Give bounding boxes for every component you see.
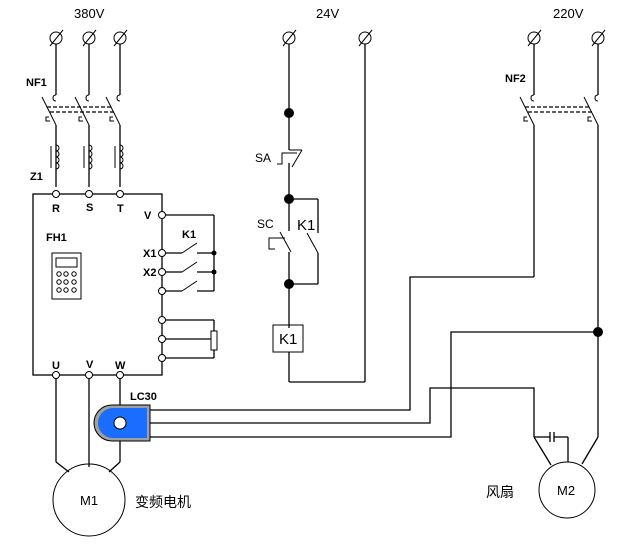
label-nf1: NF1 [26, 77, 47, 89]
terminal-24v-minus [358, 29, 373, 47]
label-380v: 380V [74, 6, 105, 21]
label-m1-desc: 变频电机 [135, 495, 191, 511]
capacitor [534, 432, 569, 462]
label-k1-contacts: K1 [182, 229, 196, 241]
switch-sc [268, 231, 292, 253]
terminal-w: W [115, 360, 126, 372]
terminal-t: T [117, 203, 124, 215]
label-lc30: LC30 [130, 391, 157, 403]
terminal-r: R [52, 203, 60, 215]
terminal-220v-l [527, 29, 542, 47]
motor-m1 [52, 463, 126, 537]
keypad-icon [51, 252, 82, 300]
label-m2-desc: 风扇 [486, 485, 514, 501]
terminal-s: S [86, 202, 93, 214]
terminal-x1: X1 [143, 248, 156, 260]
terminal-380v-l2 [82, 29, 97, 47]
terminal-u: U [52, 360, 60, 372]
wire-sensor-2 [150, 387, 535, 437]
label-sa: SA [255, 151, 271, 165]
terminal-x2: X2 [143, 267, 156, 279]
label-fh1: FH1 [46, 232, 67, 244]
terminal-220v-n [591, 29, 606, 47]
label-k1-holding: K1 [297, 217, 315, 234]
label-sc: SC [257, 217, 274, 231]
inverter-fh1 [32, 193, 163, 376]
terminal-24v-plus [282, 29, 297, 47]
label-m2: M2 [557, 483, 575, 498]
terminal-v-out: V [86, 359, 94, 371]
label-coil-k1: K1 [279, 331, 297, 348]
motor-m2 [538, 461, 596, 519]
label-z1: Z1 [30, 171, 43, 183]
reactor-z1 [50, 144, 124, 170]
potentiometer [162, 319, 218, 359]
relay-contacts-k1 [162, 214, 217, 292]
terminal-380v-l1 [49, 29, 64, 47]
breaker-nf1 [41, 94, 121, 126]
terminal-380v-l3 [113, 29, 128, 47]
switch-sa [277, 149, 303, 168]
label-24v: 24V [316, 6, 339, 21]
sensor-lc30 [93, 404, 151, 442]
wire-sensor-1 [150, 276, 534, 411]
breaker-nf2 [519, 94, 599, 126]
label-m1: M1 [80, 493, 98, 508]
label-nf2: NF2 [505, 73, 526, 85]
contact-k1-holding [306, 232, 319, 254]
coil-k1 [272, 324, 304, 353]
wire-sensor-3 [150, 331, 598, 438]
label-220v: 220V [553, 6, 584, 21]
terminal-v-ctrl: V [144, 210, 152, 222]
